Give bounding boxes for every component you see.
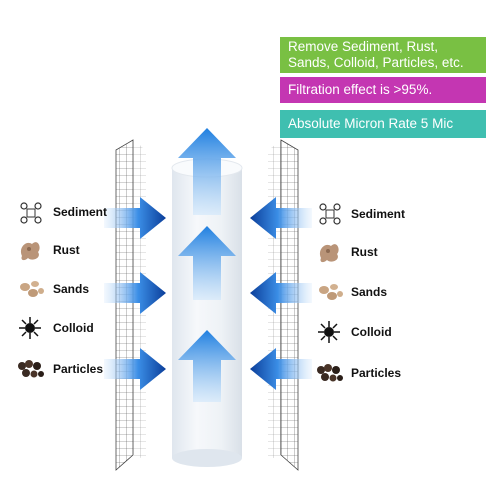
left-label-rust: Rust xyxy=(53,243,80,257)
filter-cartridge xyxy=(171,158,243,467)
sediment-icon xyxy=(20,202,42,224)
rust-icon xyxy=(319,244,339,263)
left-inflow-arrow-3 xyxy=(104,348,166,390)
right-inflow-arrow-1 xyxy=(250,197,312,239)
right-label-colloid: Colloid xyxy=(351,325,392,339)
colloid-icon xyxy=(19,317,41,339)
left-label-sediment: Sediment xyxy=(53,205,108,219)
left-inflow-arrow-1 xyxy=(104,197,166,239)
upward-arrow-bottom xyxy=(178,330,236,402)
rust-icon xyxy=(20,242,40,261)
sediment-icon xyxy=(319,203,341,225)
feature-badge-filtration: Filtration effect is >95%. xyxy=(280,77,486,103)
left-label-colloid: Colloid xyxy=(53,321,94,335)
left-inflow-arrow-2 xyxy=(104,272,166,314)
sands-icon xyxy=(319,284,343,300)
left-label-particles: Particles xyxy=(53,362,104,376)
right-label-sands: Sands xyxy=(351,285,388,299)
feature-badge-remove: Remove Sediment, Rust, Sands, Colloid, P… xyxy=(280,37,486,73)
right-inflow-arrow-3 xyxy=(250,348,312,390)
upward-arrow-middle xyxy=(178,226,236,300)
colloid-icon xyxy=(318,321,340,343)
right-label-particles: Particles xyxy=(351,366,402,380)
right-label-rust: Rust xyxy=(351,245,378,259)
right-label-sediment: Sediment xyxy=(351,207,406,221)
particles-icon xyxy=(317,364,343,382)
particles-icon xyxy=(18,360,44,378)
sands-icon xyxy=(20,281,44,297)
right-inflow-arrow-2 xyxy=(250,272,312,314)
upward-arrow-top xyxy=(178,128,236,215)
feature-badge-micron: Absolute Micron Rate 5 Mic xyxy=(280,110,486,138)
left-label-sands: Sands xyxy=(53,282,90,296)
